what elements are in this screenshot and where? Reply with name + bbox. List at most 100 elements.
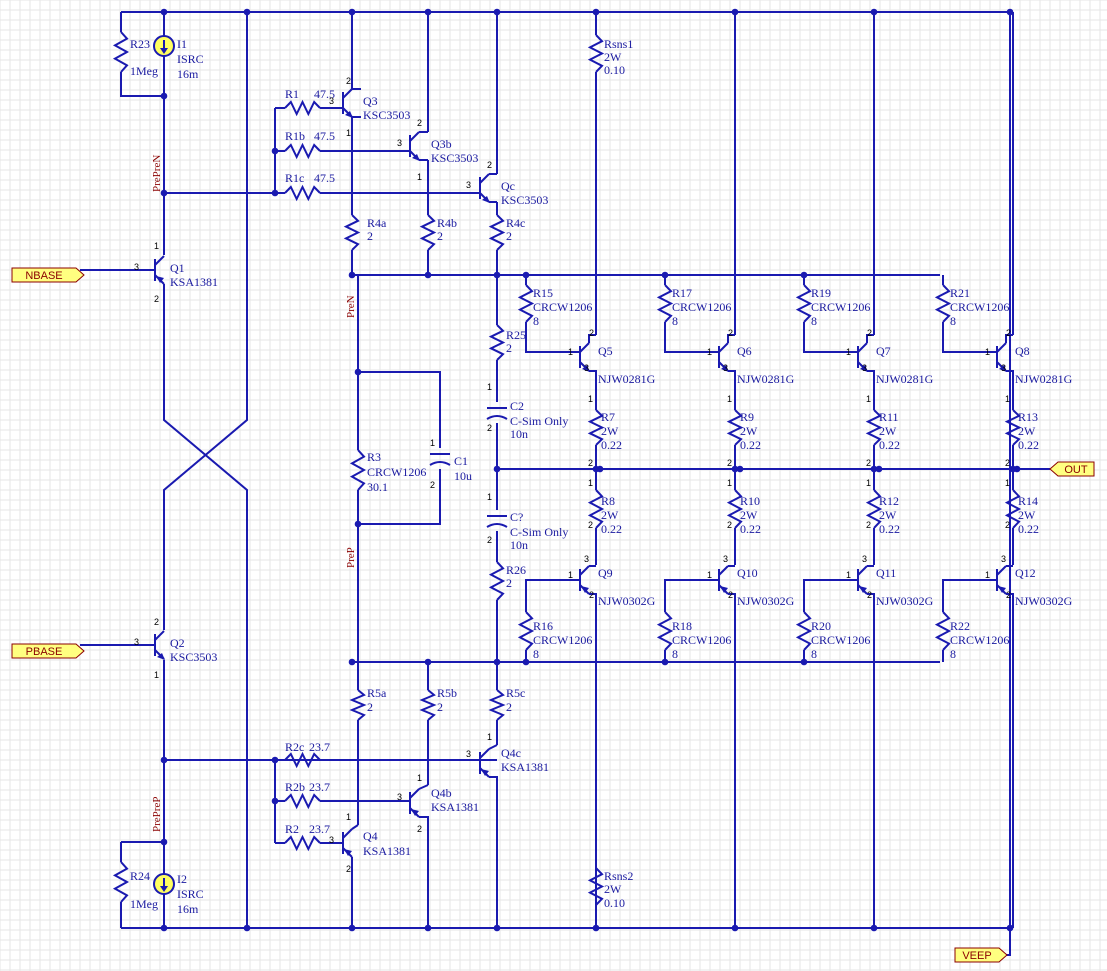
- junction-dot: [348, 924, 356, 932]
- q4b-ref: Q4b: [431, 786, 452, 800]
- pin-number: 2: [417, 824, 422, 834]
- pin-number: 1: [588, 478, 593, 488]
- nbase-port-label: NBASE: [25, 270, 62, 282]
- q4-ref: Q4: [363, 829, 378, 843]
- lower-output-transistor-ref: Q11: [876, 566, 896, 580]
- junction-dot: [271, 756, 279, 764]
- lower-output-transistor-ref: Q9: [598, 566, 613, 580]
- transistor-arrow: [581, 586, 589, 593]
- resistor-body: [349, 449, 367, 491]
- q3b-ref: Q3b: [431, 137, 452, 151]
- r5a-value: 2: [367, 700, 373, 714]
- current-source-arrow: [160, 48, 168, 54]
- pin-number: 2: [487, 160, 492, 170]
- pin-number: 3: [584, 554, 589, 564]
- upper-emitter-resistor-value: 0.22: [1018, 438, 1039, 452]
- pin-number: 1: [866, 394, 871, 404]
- lower-base-resistor-ref: R16: [533, 619, 553, 633]
- lower-base-resistor-value: 8: [950, 647, 956, 661]
- resistor-body: [934, 284, 952, 323]
- lower-output-transistor-ref: Q12: [1015, 566, 1036, 580]
- resistor-body: [865, 489, 883, 529]
- pin-number: 1: [707, 347, 712, 357]
- upper-base-resistor-value: 8: [533, 314, 539, 328]
- r2c-value: 23.7: [309, 740, 330, 754]
- wire: [351, 824, 359, 830]
- junction-dot: [243, 924, 251, 932]
- rsns1-ref: Rsns1: [604, 37, 633, 51]
- pin-number: 1: [487, 732, 492, 742]
- r3-ref: R3: [367, 450, 381, 464]
- junction-dot: [424, 924, 432, 932]
- pin-number: 2: [728, 590, 733, 600]
- resistor-body: [488, 561, 506, 601]
- r4b-ref: R4b: [437, 216, 457, 230]
- transistor-collector: [579, 342, 590, 353]
- pin-number: 1: [487, 382, 492, 392]
- r2-ref: R2: [285, 822, 299, 836]
- upper-base-resistor-part: CRCW1206: [533, 300, 592, 314]
- junction-dot: [424, 8, 432, 16]
- upper-emitter-resistor-ref: R13: [1018, 410, 1038, 424]
- transistor-arrow: [156, 276, 164, 283]
- pin-number: 3: [1001, 363, 1006, 373]
- junction-dot: [160, 838, 168, 846]
- pin-number: 2: [727, 520, 732, 530]
- rsns2-power: 2W: [604, 882, 622, 896]
- pin-number: 3: [329, 96, 334, 106]
- pin-number: 2: [728, 328, 733, 338]
- upper-output-transistor-part: NJW0281G: [1015, 372, 1073, 386]
- resistor-body: [1004, 409, 1022, 446]
- q4c-part: KSA1381: [501, 760, 549, 774]
- pin-number: 3: [134, 262, 139, 272]
- c1-value: 10u: [454, 469, 472, 483]
- pin-number: 3: [134, 637, 139, 647]
- wire: [1005, 334, 1013, 343]
- r1b-ref: R1b: [285, 129, 305, 143]
- transistor-collector: [409, 131, 420, 142]
- q4c-ref: Q4c: [501, 746, 521, 760]
- lower-base-resistor-part: CRCW1206: [672, 633, 731, 647]
- i1-ref: I1: [177, 37, 187, 51]
- upper-emitter-resistor-power: 2W: [740, 424, 758, 438]
- wire: [1006, 370, 1014, 410]
- q4-part: KSA1381: [363, 844, 411, 858]
- c1-ref: C1: [454, 454, 468, 468]
- pin-number: 2: [154, 617, 159, 627]
- upper-emitter-resistor-power: 2W: [1018, 424, 1036, 438]
- resistor-body: [587, 867, 605, 906]
- transistor-arrow: [344, 849, 352, 856]
- transistor-collector: [342, 828, 353, 839]
- wire: [866, 334, 874, 343]
- pin-number: 1: [417, 773, 422, 783]
- r1c-value: 47.5: [314, 171, 335, 185]
- lower-base-resistor-part: CRCW1206: [811, 633, 870, 647]
- i2-value: 16m: [177, 902, 199, 916]
- cq-note: C-Sim Only: [510, 525, 568, 539]
- capacitor-plate: [486, 523, 508, 528]
- q1-ref: Q1: [170, 261, 185, 275]
- wire: [727, 334, 735, 343]
- resistor-body: [488, 214, 506, 251]
- lower-base-resistor-value: 8: [533, 647, 539, 661]
- transistor-arrow: [345, 111, 353, 118]
- junction-dot: [493, 8, 501, 16]
- i1-type: ISRC: [177, 52, 204, 66]
- wire: [664, 322, 719, 353]
- junction-dot: [522, 658, 530, 666]
- r3-part: CRCW1206: [367, 465, 426, 479]
- pin-number: 2: [589, 590, 594, 600]
- lower-output-transistor-ref: Q10: [737, 566, 758, 580]
- junction-dot: [1006, 924, 1014, 932]
- transistor-arrow: [157, 653, 165, 660]
- c2-note: C-Sim Only: [510, 414, 568, 428]
- r5b-ref: R5b: [437, 686, 457, 700]
- junction-dot: [731, 924, 739, 932]
- junction-dot: [271, 147, 279, 155]
- pin-number: 2: [866, 458, 871, 468]
- junction-dot: [875, 465, 883, 473]
- wire: [589, 370, 597, 410]
- pin-number: 1: [727, 478, 732, 488]
- junction-dot: [1006, 8, 1014, 16]
